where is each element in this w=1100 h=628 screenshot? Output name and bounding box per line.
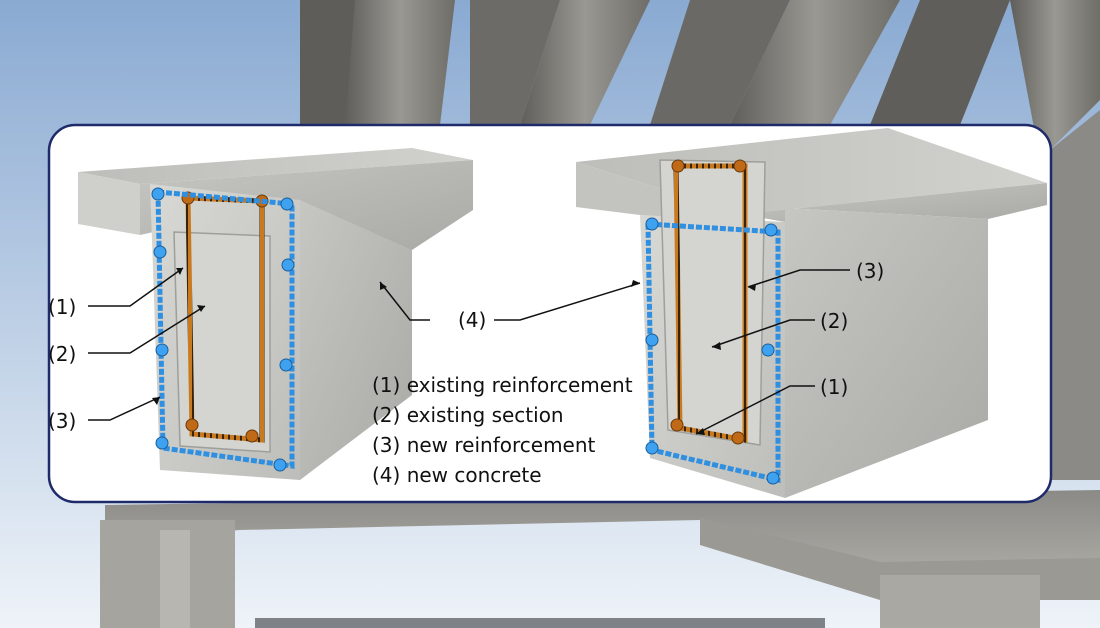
legend-item-1: (1) existing reinforcement <box>372 373 633 397</box>
label-right-1: (1) <box>820 375 848 399</box>
beam-3d-right <box>576 128 1047 498</box>
beam-3d-left <box>78 148 473 480</box>
leader-lines <box>88 267 850 435</box>
label-right-2: (2) <box>820 309 848 333</box>
label-left-3: (3) <box>48 409 76 433</box>
label-left-1: (1) <box>48 295 76 319</box>
label-left-2: (2) <box>48 342 76 366</box>
legend-item-3: (3) new reinforcement <box>372 433 596 457</box>
leader-arrowheads <box>152 268 756 435</box>
label-right-3: (3) <box>856 259 884 283</box>
legend-item-2: (2) existing section <box>372 403 564 427</box>
legend: (1) existing reinforcement (2) existing … <box>372 373 633 487</box>
legend-item-4: (4) new concrete <box>372 463 542 487</box>
label-left-4: (4) <box>458 308 486 332</box>
